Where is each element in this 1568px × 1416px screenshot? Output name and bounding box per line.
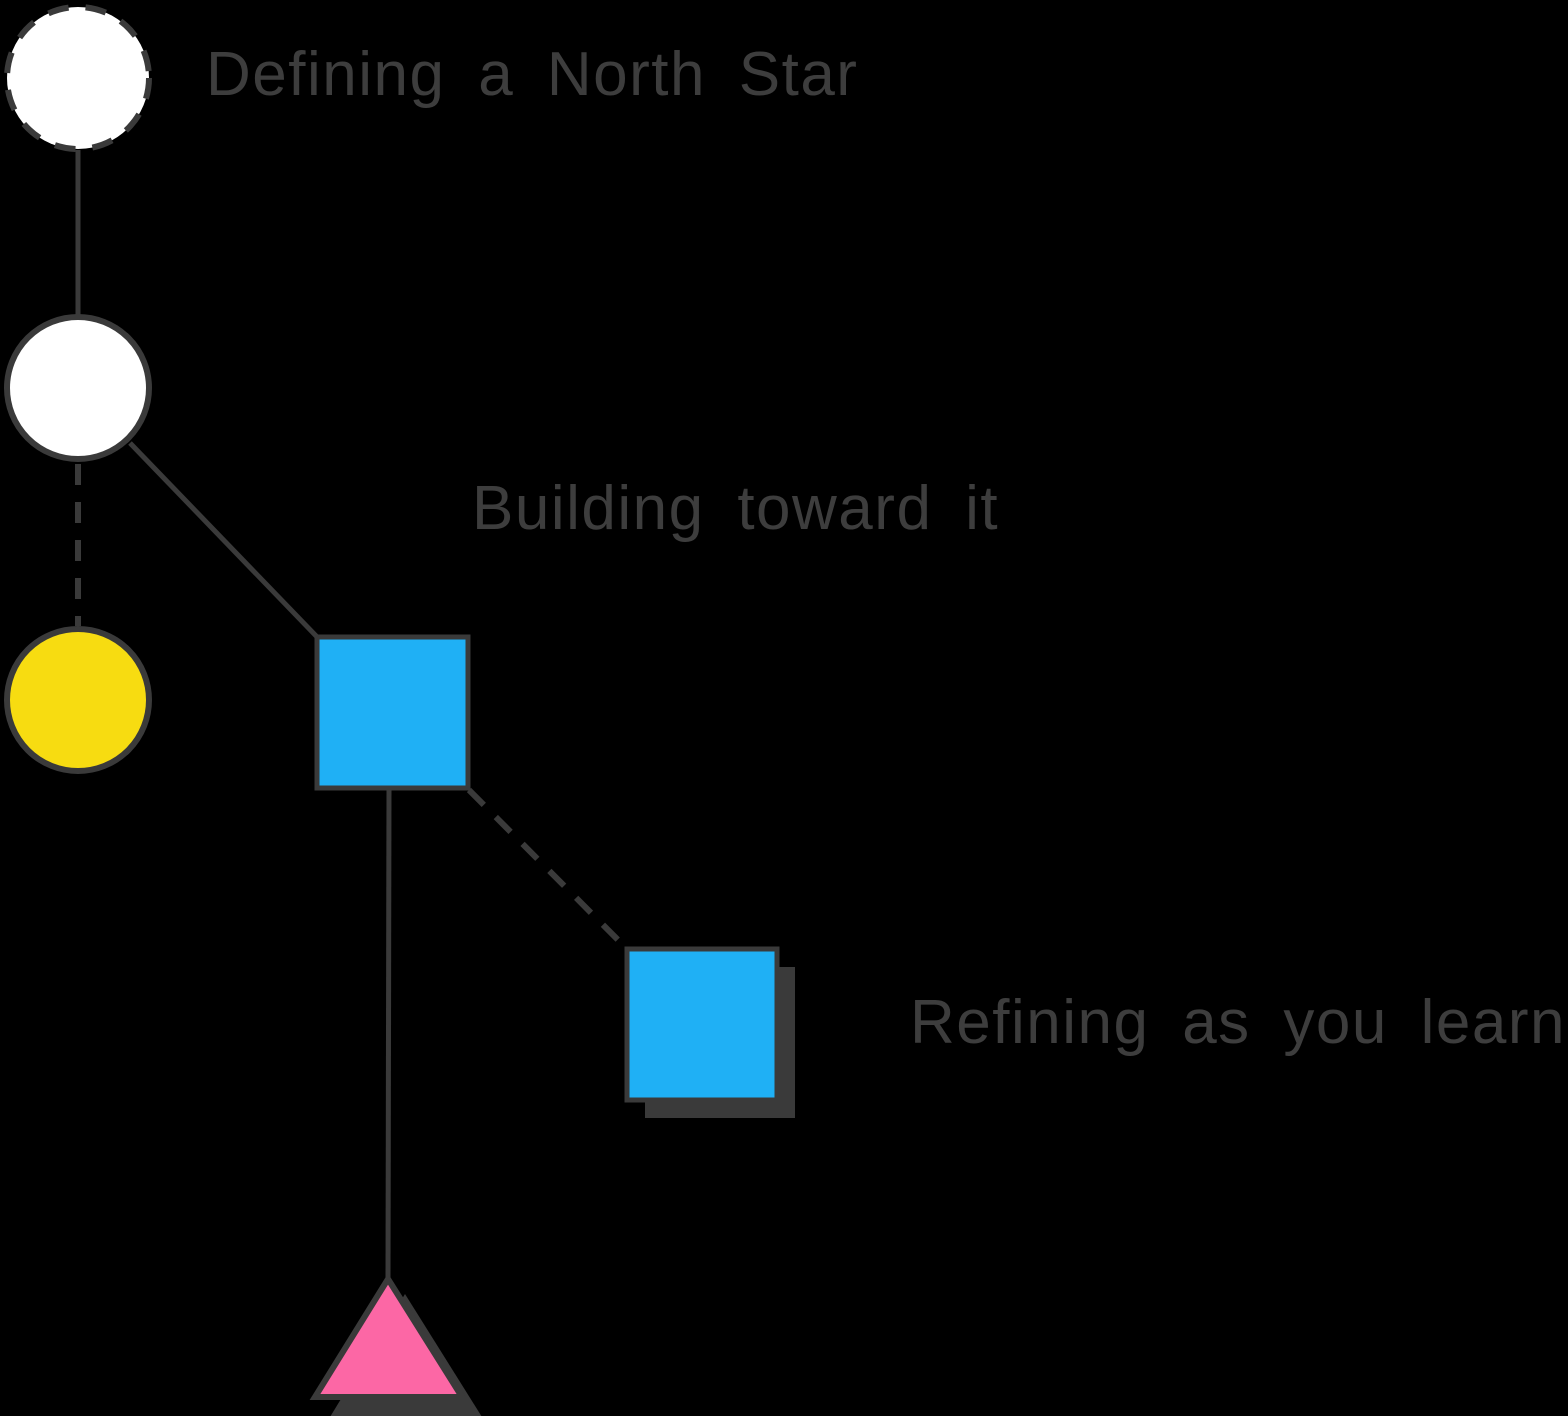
label-refining-as-you-learn: Refining as you learn (910, 988, 1566, 1057)
white-circle-node (4, 314, 152, 462)
edge-square1-to-triangle (385, 787, 392, 1280)
edge-square1-to-square2-dashed (466, 787, 629, 951)
blue-square-1-node (314, 634, 471, 791)
edge-circle-to-square1 (128, 441, 322, 642)
north-star-dashed-circle-node (4, 4, 152, 152)
yellow-circle-node (4, 626, 152, 774)
label-defining-north-star: Defining a North Star (206, 40, 859, 109)
label-building-toward-it: Building toward it (472, 474, 1000, 543)
pink-triangle-node (309, 1273, 468, 1400)
blue-square-2-node (624, 946, 780, 1103)
